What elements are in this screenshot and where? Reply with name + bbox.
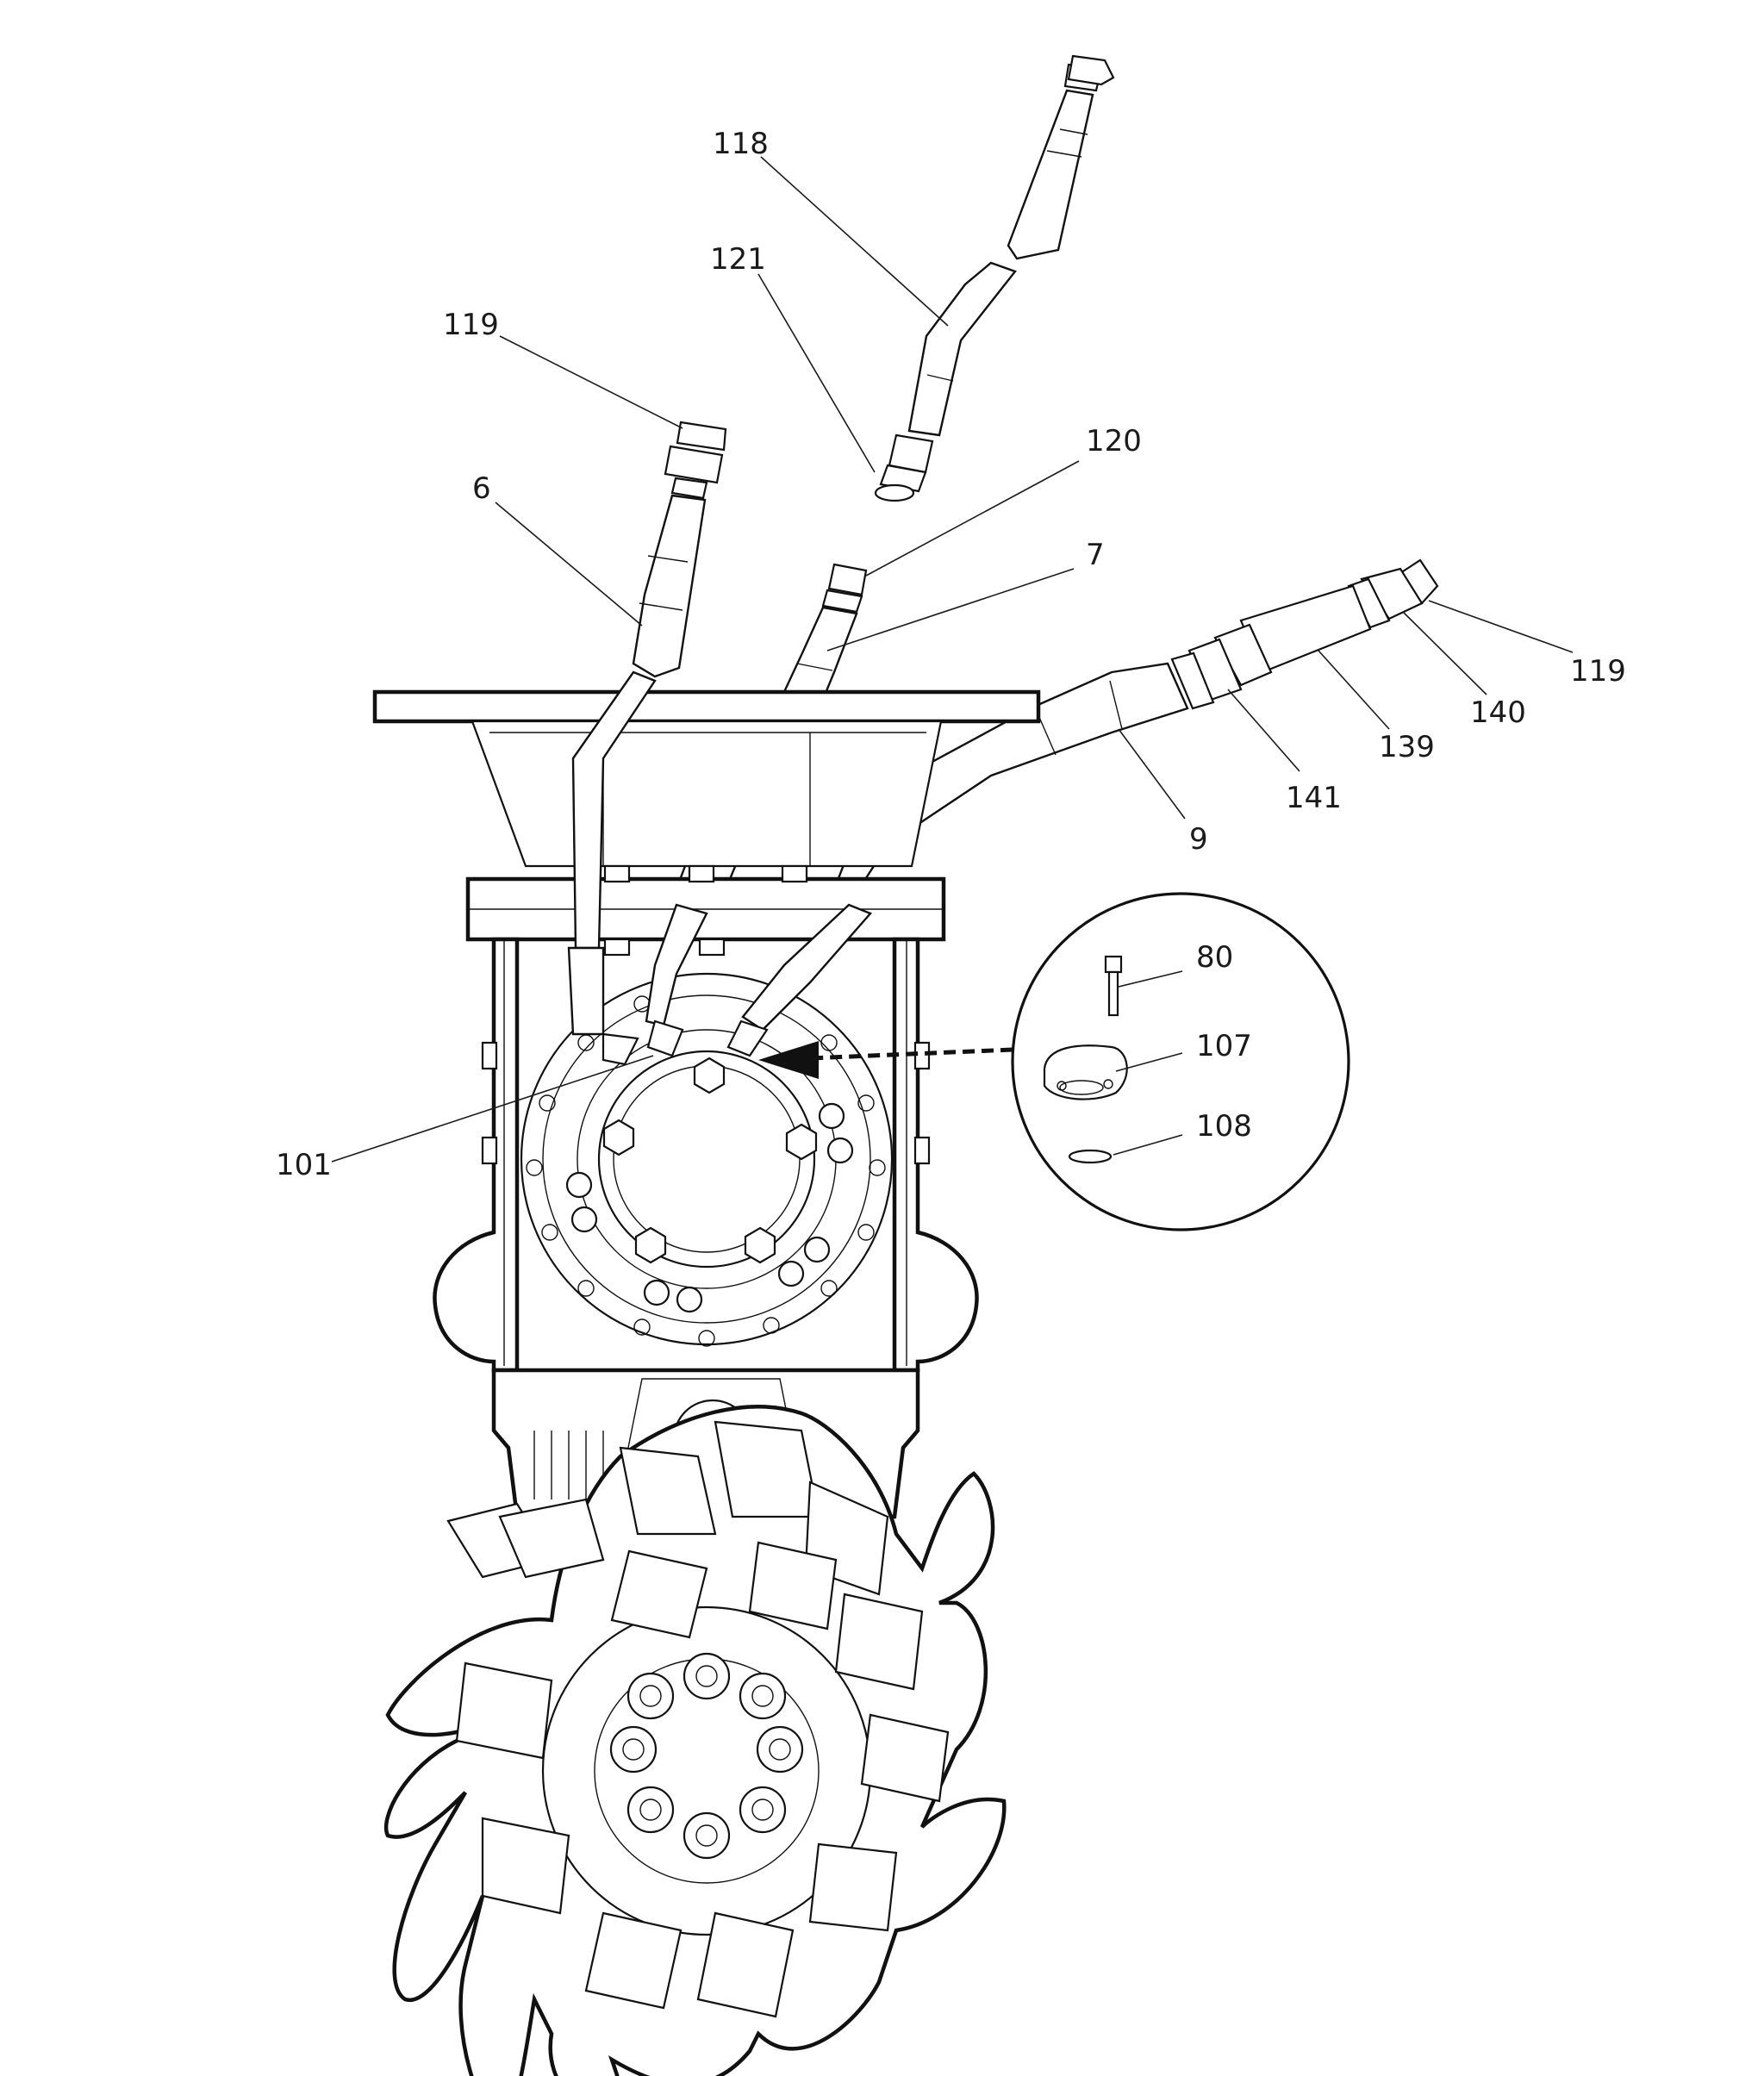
cutter-picks xyxy=(446,1420,950,2018)
callout-6: 6 xyxy=(472,471,491,506)
bolt-80 xyxy=(1104,955,1123,1017)
callout-108: 108 xyxy=(1196,1109,1252,1144)
detail-arrow xyxy=(758,1041,1013,1079)
callout-118: 118 xyxy=(713,127,769,161)
callout-119-right: 119 xyxy=(1570,654,1626,689)
detail-view xyxy=(1011,892,1350,1231)
drum-bolts xyxy=(609,1652,804,1860)
leader-lines xyxy=(331,156,1574,1163)
hose-9-assembly xyxy=(830,558,1439,907)
callout-141: 141 xyxy=(1286,781,1342,815)
callout-121: 121 xyxy=(710,242,766,277)
callout-101: 101 xyxy=(276,1148,332,1182)
callout-139: 139 xyxy=(1379,730,1435,764)
hose-lower-segments xyxy=(567,670,873,1066)
cutter-drum xyxy=(383,1405,1007,2076)
callout-107: 107 xyxy=(1196,1029,1252,1063)
callout-7: 7 xyxy=(1086,538,1105,572)
hose-6-assembly xyxy=(632,421,727,678)
callout-80: 80 xyxy=(1196,940,1233,975)
hose-118-assembly xyxy=(874,54,1115,502)
callout-120: 120 xyxy=(1086,424,1142,458)
callout-140: 140 xyxy=(1470,695,1526,730)
callout-9: 9 xyxy=(1189,822,1208,857)
callout-119-left: 119 xyxy=(443,308,499,342)
flange-107 xyxy=(1043,1044,1128,1100)
callout-labels: 118 121 119 6 120 7 119 140 139 141 9 80… xyxy=(276,127,1626,1182)
flange-bolts xyxy=(526,995,886,1347)
motor-flange xyxy=(520,972,894,1347)
o-ring-108 xyxy=(1068,1149,1113,1164)
